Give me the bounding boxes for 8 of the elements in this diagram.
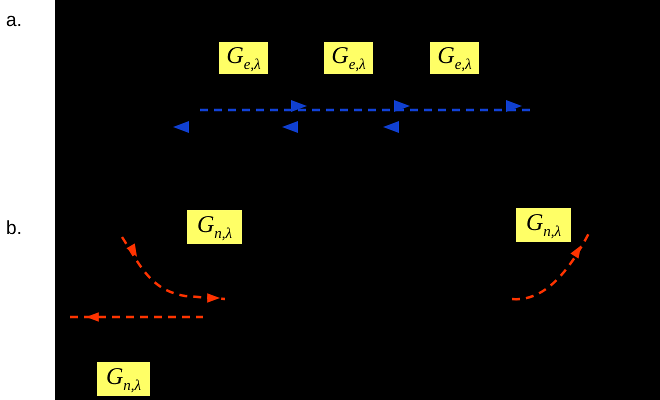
symbol-label: G$_{n,λ}$ xyxy=(187,210,242,244)
symbol-label: G$_{e,λ}$ xyxy=(324,42,373,74)
symbol-label: G$_{e,λ}$ xyxy=(430,42,479,74)
symbol-label: G$_{e,λ}$ xyxy=(219,42,268,74)
symbol-label: G$_{n,λ}$ xyxy=(97,362,150,396)
symbol-label: G$_{n,λ}$ xyxy=(516,208,571,242)
panel-letter: a. xyxy=(6,10,22,32)
panel-letter: b. xyxy=(6,218,22,240)
